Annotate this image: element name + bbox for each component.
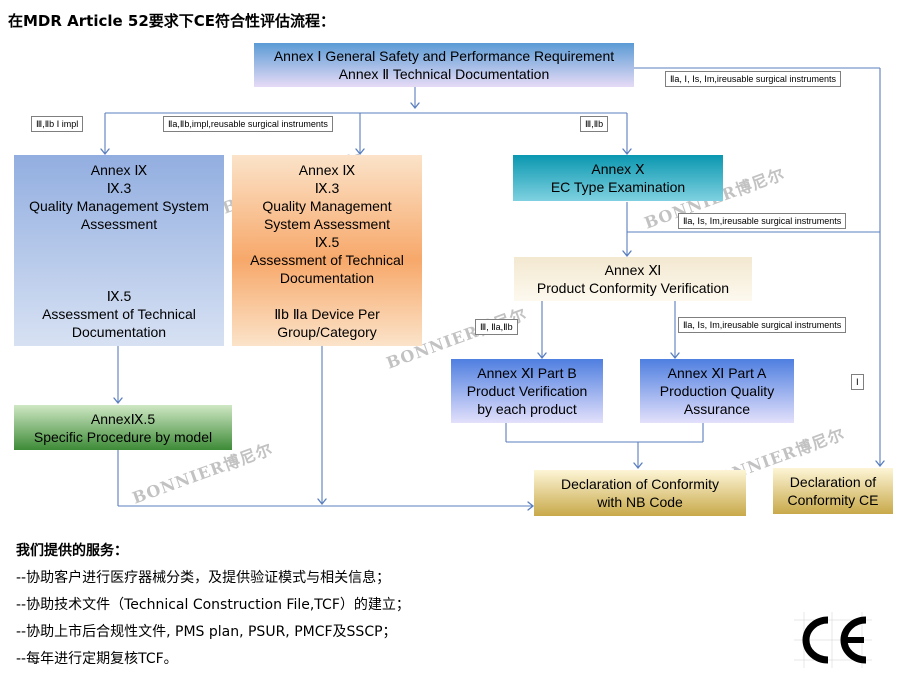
box-line: Annex Ⅰ General Safety and Performance R… (273, 48, 615, 64)
box-line: Annex Ⅹ (591, 161, 645, 177)
path-label: Ⅱa, Ⅰs, Ⅰm,ireusable surgical instrument… (678, 213, 847, 229)
box-line: Annex Ⅺ (604, 262, 662, 278)
path-label: Ⅲ, Ⅱa,Ⅱb (475, 319, 518, 335)
box-line: Annex Ⅸ (298, 162, 356, 178)
path-label: Ⅲ,Ⅱb Ⅰ impl (31, 116, 84, 132)
box-line: Documentation (71, 324, 167, 340)
box-line: Assessment of Technical (42, 306, 196, 322)
box-line: Specific Procedure by model (33, 428, 213, 445)
box-line: System Assessment (263, 216, 391, 232)
box-line: Annex Ⅺ Part B (477, 365, 577, 381)
box-line: Annex Ⅸ (90, 162, 148, 178)
box-line: Declaration of Conformity (561, 476, 719, 492)
box-line: Production Quality (659, 383, 775, 399)
path-label: Ⅱa,Ⅱb,impl,reusable surgical instruments (163, 116, 333, 132)
box-line: Ⅱb Ⅱa Device Per (274, 306, 380, 322)
box-line: Ⅸ.5 (314, 234, 340, 250)
box-line: Declaration of (789, 474, 877, 490)
doc-ce-box: Declaration of Conformity CE (773, 468, 893, 514)
annex-9-mid-box: Annex Ⅸ Ⅸ.3 Quality Management System As… (232, 155, 422, 346)
box-line: Ⅸ.3 (314, 180, 340, 196)
page-title: 在MDR Article 52要求下CE符合性评估流程： (8, 12, 336, 30)
box-line: Ⅸ.3 (106, 180, 132, 196)
box-line: Product Verification (466, 383, 588, 399)
box-line: Ⅸ.5 (106, 288, 132, 304)
services-heading: 我们提供的服务： (16, 543, 128, 559)
box-line: Assessment of Technical (250, 252, 404, 268)
box-line: Annex Ⅺ Part A (667, 365, 767, 381)
service-item: --协助客户进行医疗器械分类，及提供验证模式与相关信息； (16, 570, 391, 586)
path-label: Ⅱa, Ⅰs, Ⅰm,ireusable surgical instrument… (678, 317, 847, 333)
box-line: Assurance (683, 401, 751, 417)
annex-11-part-a-box: Annex Ⅺ Part A Production Quality Assura… (640, 359, 794, 423)
box-line: Documentation (279, 270, 375, 286)
box-line: with NB Code (597, 494, 683, 510)
box-line: Conformity CE (787, 492, 879, 508)
path-label: Ⅰ (851, 374, 864, 390)
annex-9-left-box: Annex Ⅸ Ⅸ.3 Quality Management System As… (14, 155, 224, 346)
ce-mark-logo (794, 612, 872, 668)
service-item: --协助技术文件（Technical Construction File,TCF… (16, 597, 410, 613)
annex-1-box: Annex Ⅰ General Safety and Performance R… (254, 43, 634, 87)
path-label: Ⅱa, Ⅰ, Ⅰs, Ⅰm,ireusable surgical instrum… (665, 71, 841, 87)
annex-11-part-b-box: Annex Ⅺ Part B Product Verification by e… (451, 359, 603, 423)
box-line: Quality Management System (29, 198, 209, 214)
box-line: Quality Management (262, 198, 392, 214)
box-line: Annex Ⅱ Technical Documentation (338, 66, 550, 82)
path-label: Ⅲ,Ⅱb (580, 116, 609, 132)
service-item: --协助上市后合规性文件, PMS plan, PSUR, PMCF及SSCP； (16, 624, 397, 640)
annex-11-box: Annex Ⅺ Product Conformity Verification (514, 257, 752, 301)
box-line: by each product (477, 401, 577, 417)
box-line: AnnexⅨ.5 (90, 410, 156, 427)
box-line: Assessment (80, 216, 158, 232)
box-line: EC Type Examination (550, 179, 686, 195)
service-item: --每年进行定期复核TCF。 (16, 651, 178, 667)
box-line: Group/Category (277, 324, 377, 340)
annex-9-5-box: AnnexⅨ.5 Specific Procedure by model (14, 405, 232, 450)
annex-10-box: Annex Ⅹ EC Type Examination (513, 155, 723, 201)
doc-nb-box: Declaration of Conformity with NB Code (534, 470, 746, 516)
box-line: Product Conformity Verification (536, 280, 730, 296)
